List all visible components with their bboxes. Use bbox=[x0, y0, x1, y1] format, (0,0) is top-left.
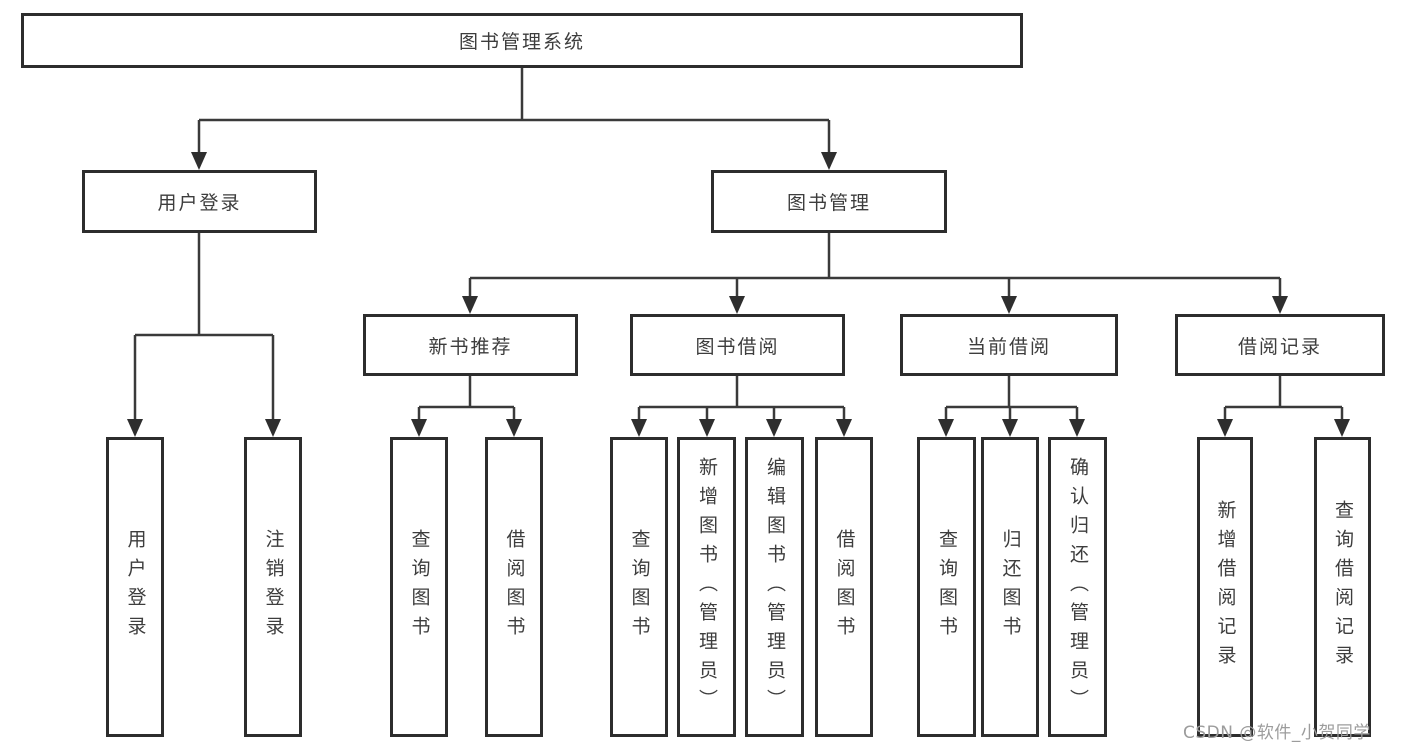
node-borrowing-records: 借阅记录 bbox=[1175, 314, 1385, 376]
node-leaf-borrow-books-recommend: 借阅图书 bbox=[485, 437, 543, 737]
node-leaf-confirm-return-admin: 确认归还（管理员） bbox=[1048, 437, 1107, 737]
node-root: 图书管理系统 bbox=[21, 13, 1023, 68]
node-current-borrowing: 当前借阅 bbox=[900, 314, 1118, 376]
node-leaf-add-borrow-record: 新增借阅记录 bbox=[1197, 437, 1253, 737]
node-book-management: 图书管理 bbox=[711, 170, 947, 233]
node-leaf-add-book-admin: 新增图书（管理员） bbox=[677, 437, 736, 737]
node-leaf-user-login: 用户登录 bbox=[106, 437, 164, 737]
node-leaf-query-borrow-record: 查询借阅记录 bbox=[1314, 437, 1371, 737]
node-leaf-logout: 注销登录 bbox=[244, 437, 302, 737]
node-leaf-query-books-borrow: 查询图书 bbox=[610, 437, 668, 737]
node-new-book-recommendation: 新书推荐 bbox=[363, 314, 578, 376]
node-leaf-query-books-current: 查询图书 bbox=[917, 437, 976, 737]
node-leaf-borrow-books: 借阅图书 bbox=[815, 437, 873, 737]
node-book-borrowing: 图书借阅 bbox=[630, 314, 845, 376]
node-user-login: 用户登录 bbox=[82, 170, 317, 233]
node-leaf-return-books: 归还图书 bbox=[981, 437, 1039, 737]
node-leaf-edit-book-admin: 编辑图书（管理员） bbox=[745, 437, 804, 737]
node-leaf-query-books-recommend: 查询图书 bbox=[390, 437, 448, 737]
csdn-watermark: CSDN @软件_小贺同学 bbox=[1183, 723, 1371, 743]
